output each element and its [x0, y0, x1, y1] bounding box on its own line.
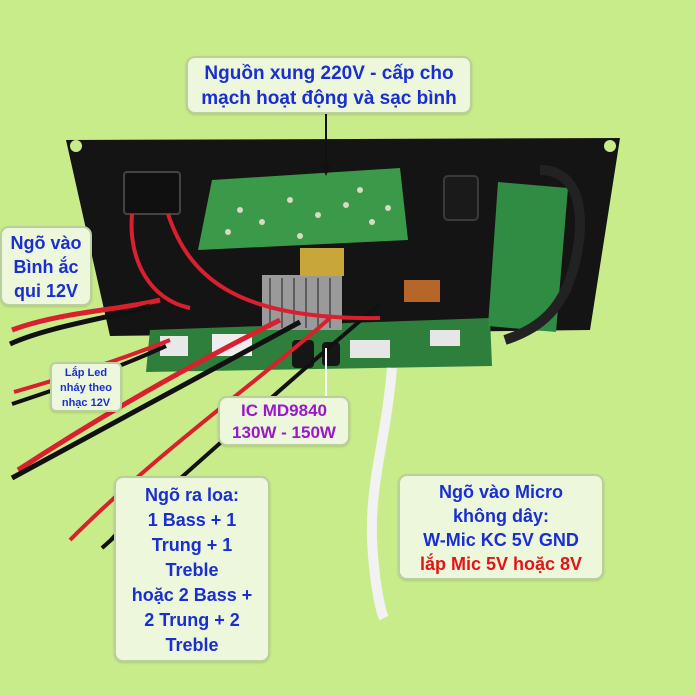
- label-speaker-output-line: Trung + 1: [151, 535, 233, 555]
- label-power-supply-line: mạch hoạt động và sạc bình: [201, 88, 457, 109]
- power-switch: [123, 171, 181, 215]
- label-speaker-output-line: Treble: [165, 560, 219, 580]
- label-micro-input-line: W-Mic KC 5V GND: [423, 530, 579, 550]
- speaker-wire-red: [68, 316, 332, 542]
- label-speaker-output-line: 1 Bass + 1: [147, 510, 237, 530]
- label-ic: IC MD9840 130W - 150W: [218, 396, 350, 446]
- label-speaker-output-line: 2 Trung + 2: [144, 610, 240, 630]
- screw-hole: [70, 140, 82, 152]
- transformer: [300, 248, 344, 276]
- potentiometer: [404, 280, 440, 302]
- pcb-connector: [350, 340, 390, 358]
- label-speaker-output: Ngõ ra loa: 1 Bass + 1 Trung + 1 Treble …: [114, 476, 270, 662]
- label-led-output: Lắp Led nháy theo nhạc 12V: [50, 362, 122, 412]
- label-micro-input-line: không dây:: [452, 506, 549, 526]
- pointer-arrow: [321, 164, 331, 176]
- label-led-output-line: nhạc 12V: [61, 397, 111, 409]
- pcb-connector: [430, 330, 460, 346]
- screw-hole: [604, 140, 616, 152]
- label-battery-input-line: Bình ắc: [13, 257, 79, 277]
- speaker-wire-red: [16, 317, 282, 473]
- label-led-output-line: Lắp Led: [64, 367, 108, 379]
- battery-wire-black: [8, 303, 151, 347]
- label-led-output-line: nháy theo: [60, 382, 112, 394]
- speaker-wire-black: [10, 319, 302, 481]
- label-micro-input: Ngõ vào Micro không dây: W-Mic KC 5V GND…: [398, 474, 604, 580]
- internal-wire-red: [129, 213, 191, 310]
- label-micro-input-warning: lắp Mic 5V hoặc 8V: [419, 554, 583, 574]
- label-power-supply-line: Nguồn xung 220V - cấp cho: [204, 63, 454, 84]
- label-battery-input-line: Ngõ vào: [10, 233, 82, 253]
- label-battery-input: Ngõ vào Bình ắc qui 12V: [0, 226, 92, 306]
- micro-cable: [366, 367, 397, 621]
- fuse-holder: [443, 175, 479, 221]
- label-ic-line: IC MD9840: [241, 401, 327, 420]
- internal-wire-red: [166, 213, 381, 321]
- heat-sink-fins: [269, 278, 331, 328]
- ribbon-cable: [503, 165, 585, 345]
- label-speaker-output-line: hoặc 2 Bass +: [131, 585, 253, 605]
- label-battery-input-line: qui 12V: [13, 281, 79, 301]
- power-supply-pcb: [198, 168, 408, 250]
- label-power-supply: Nguồn xung 220V - cấp cho mạch hoạt động…: [186, 56, 472, 114]
- label-ic-line: 130W - 150W: [232, 423, 336, 442]
- solder-points: [225, 187, 391, 239]
- label-speaker-output-line: Treble: [165, 635, 219, 655]
- label-speaker-output-line: Ngõ ra loa:: [144, 485, 239, 505]
- label-micro-input-line: Ngõ vào Micro: [438, 482, 563, 502]
- control-pcb: [488, 182, 568, 332]
- battery-wire-red: [11, 297, 161, 333]
